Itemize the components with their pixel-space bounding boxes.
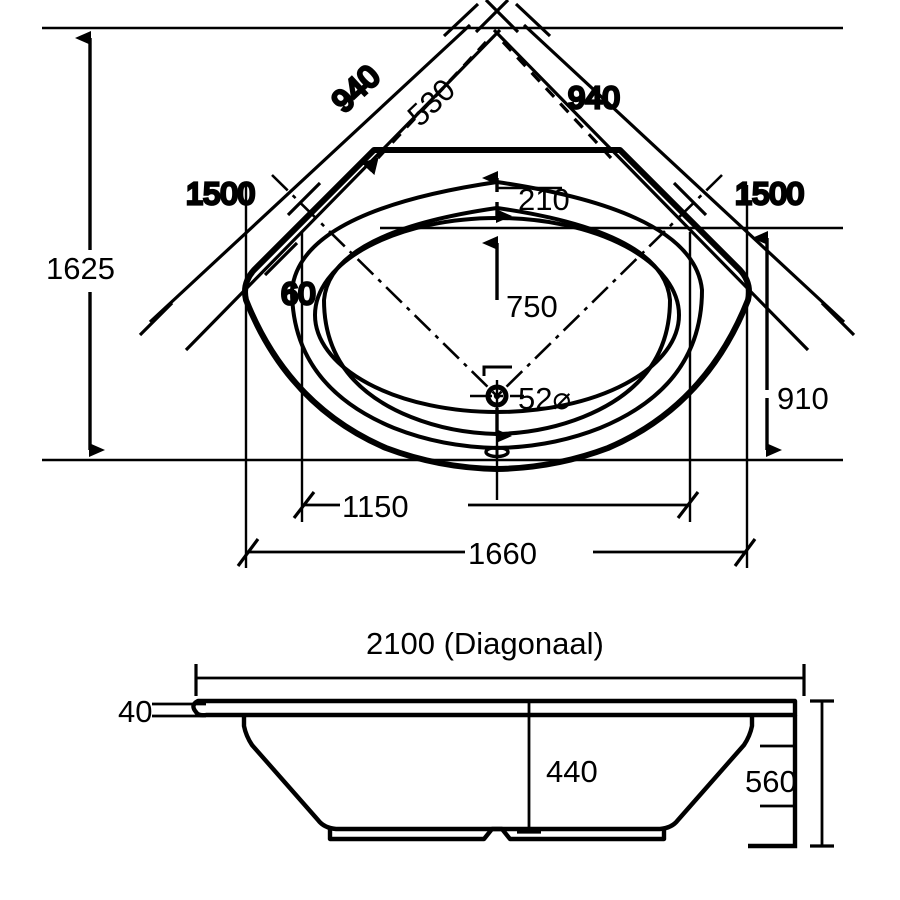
dim-1500-left-line [148, 23, 472, 324]
tick-right-mid [672, 181, 708, 217]
dim-440-label-bg [540, 752, 644, 790]
tick-60-outer [286, 181, 322, 217]
chain-diagonal-ne [496, 174, 723, 397]
dim-940-left-line [184, 28, 502, 352]
dim-210-label: 210 [518, 182, 570, 217]
section-outer-right [748, 715, 798, 849]
tub-section-profile [191, 698, 798, 842]
dim-750: 750 [482, 236, 558, 443]
reference-lines [42, 26, 843, 462]
dim-diagonal-right: 1500 940 [484, 0, 856, 352]
tub-rim-outline [242, 147, 752, 472]
section-rim-top [191, 698, 798, 718]
dim-left-ticks [138, 0, 510, 337]
dim-1625-label: 1625 [46, 251, 115, 286]
tick-1500-right-end [514, 2, 552, 38]
dim-52-label: 52⌀ [518, 381, 571, 416]
section-inner-wall [241, 713, 755, 832]
drain-symbol [482, 365, 512, 459]
dim-2100: 2100 (Diagonaal) [194, 626, 806, 696]
dim-1660-tick-left [236, 538, 260, 567]
dim-1150-tick-right [676, 491, 700, 519]
dim-560-label: 560 [745, 764, 797, 799]
overflow-symbol [484, 445, 510, 459]
center-chain-lines [271, 174, 723, 398]
dim-940-right-label: 940 [568, 80, 620, 115]
bowl-contour-1 [289, 179, 705, 451]
tick-1500-right-start [820, 301, 856, 337]
dim-1500-right-line [522, 23, 846, 324]
drain-leader-bracket [482, 365, 512, 376]
dim-560: 560 [745, 699, 834, 848]
dim-530-line-right [501, 40, 613, 160]
drain-center-dot [493, 392, 501, 400]
dim-1500-right-label: 1500 [735, 176, 804, 211]
dim-210: 210 [482, 171, 570, 223]
section-right-wall [748, 715, 798, 849]
tick-940-left-end [474, 0, 510, 34]
section-view: 2100 (Diagonaal) 40 440 [118, 626, 834, 849]
tick-1500-left-start [138, 301, 174, 337]
dim-1660: 1660 [236, 533, 757, 571]
dim-52-diameter: 52⌀ [518, 381, 571, 416]
dim-1150-label-bg [340, 486, 468, 522]
dim-40-label: 40 [118, 694, 152, 729]
dim-1150: 1150 [292, 486, 700, 524]
dim-1500-left-label: 1500 [186, 176, 255, 211]
dim-1150-tick-left [292, 491, 316, 519]
dim-1660-label: 1660 [468, 536, 537, 571]
dim-1150-label: 1150 [342, 489, 409, 524]
dim-right-ticks [484, 0, 856, 337]
dim-440: 440 [517, 699, 644, 834]
chain-diagonal-nw [271, 174, 498, 397]
dim-910-label: 910 [777, 381, 829, 416]
dim-1660-tick-right [733, 538, 757, 567]
tick-60-inner [263, 241, 299, 277]
tub-outer-rim [242, 147, 752, 472]
dim-1660-label-bg [465, 533, 593, 569]
dim-60-label: 60 [281, 276, 315, 311]
tick-940-right-end [484, 0, 520, 34]
dim-750-label: 750 [506, 289, 558, 324]
dim-40: 40 [118, 694, 206, 729]
dim-2100-label: 2100 (Diagonaal) [366, 626, 604, 661]
dim-530-line [361, 40, 488, 176]
dim-440-label: 440 [546, 754, 598, 789]
section-base [327, 826, 667, 842]
dim-940-right-line [492, 28, 810, 352]
top-view: 1625 910 1500 940 60 [42, 0, 856, 571]
bowl-contour-2 [321, 205, 673, 437]
dim-910: 910 [752, 231, 829, 457]
dim-1625: 1625 [46, 30, 115, 457]
tick-1500-left-end [442, 2, 480, 38]
extension-lines [244, 185, 749, 568]
drain-circle [485, 384, 509, 408]
